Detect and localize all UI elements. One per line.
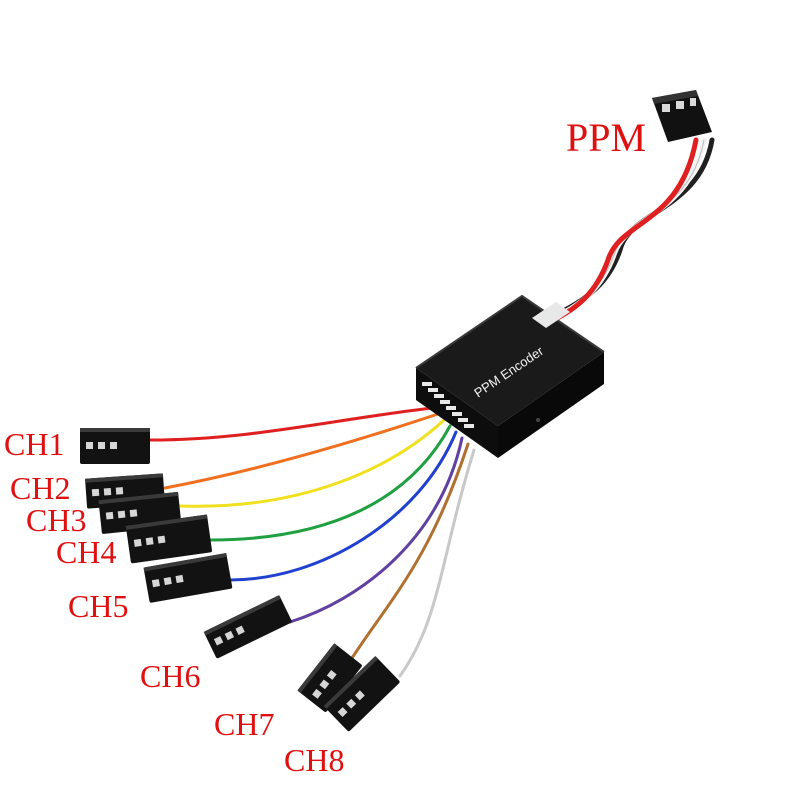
ppm-cable (537, 137, 715, 329)
encoder-side-face (498, 352, 604, 458)
ch3-wire (178, 418, 446, 508)
ppm-wire-white-edge (543, 139, 705, 323)
ch7-wire (350, 442, 470, 660)
ch1-wire (148, 406, 434, 442)
ch7-label: CH7 (214, 706, 275, 742)
channel-wires (148, 406, 476, 678)
ch5-label: CH5 (68, 588, 129, 624)
ch4-connector (125, 514, 212, 564)
ch7-connector (297, 643, 362, 712)
ch3-label: CH3 (26, 502, 87, 538)
encoder-header-pins (422, 382, 474, 428)
ch2-wire (163, 412, 440, 490)
ch1-label: CH1 (4, 426, 65, 462)
ppm-label: PPM (566, 115, 647, 160)
ch1-connector (80, 428, 150, 464)
ppm-connector (652, 90, 712, 142)
encoder-top-face (416, 296, 604, 426)
ch6-label: CH6 (140, 658, 201, 694)
channel-connectors (80, 428, 400, 732)
ch5-wire (228, 430, 458, 582)
ch6-wire (288, 436, 464, 624)
ppm-wire-white (541, 137, 707, 325)
ch8-label: CH8 (284, 742, 345, 778)
encoder-box: PPM Encoder (415, 294, 605, 458)
ch8-connector (323, 656, 400, 732)
ch4-wire (208, 424, 452, 542)
ppm-wire-red (537, 137, 699, 329)
ch6-connector (203, 595, 292, 659)
ch4-label: CH4 (56, 534, 117, 570)
ch5-connector (143, 552, 233, 603)
ch8-wire (398, 448, 476, 678)
ch2-label: CH2 (10, 470, 71, 506)
